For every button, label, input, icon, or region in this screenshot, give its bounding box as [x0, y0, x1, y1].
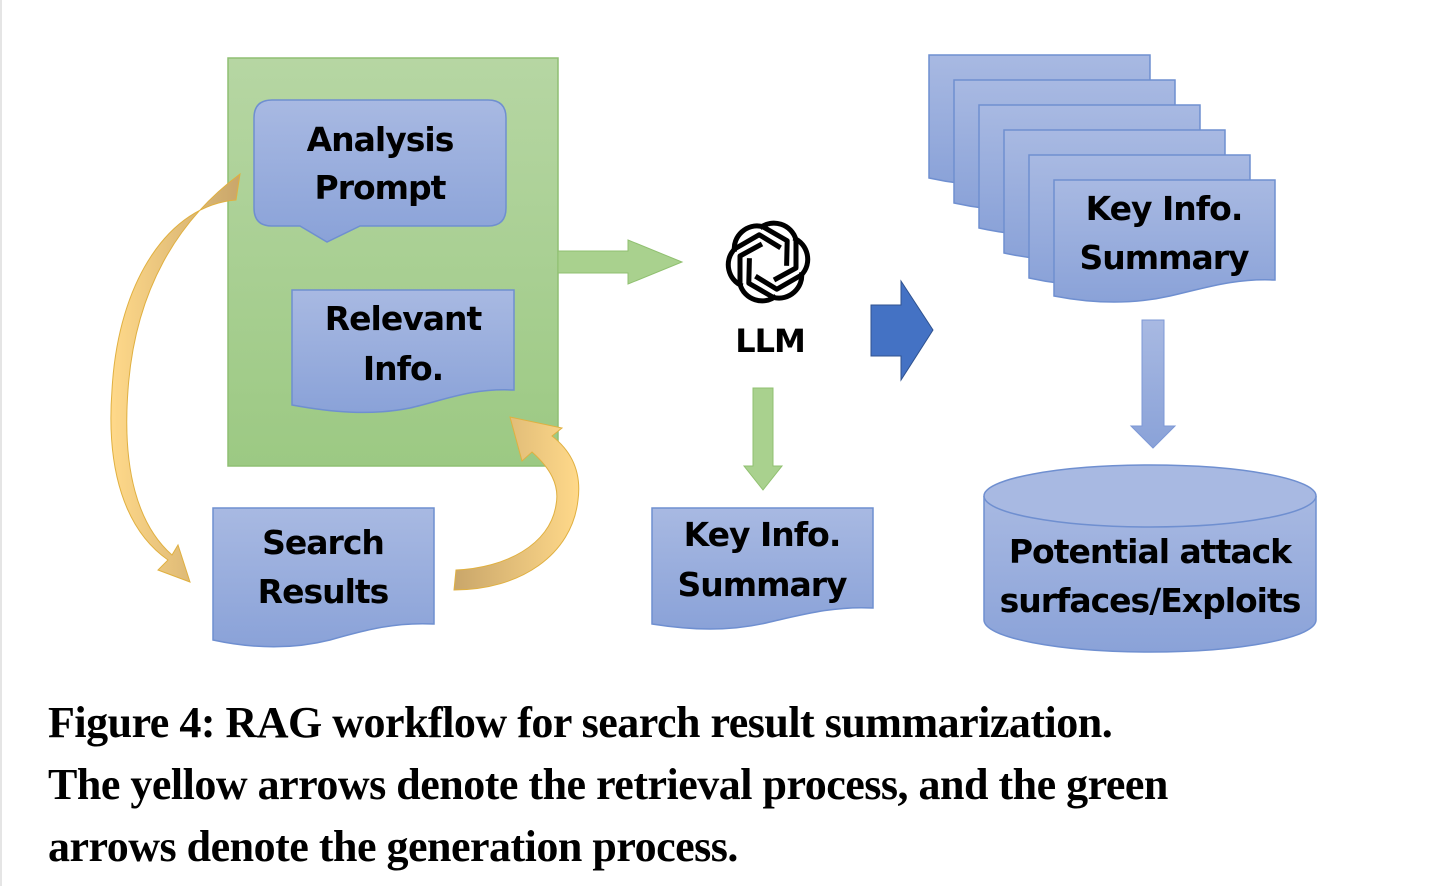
- exploits-database: [983, 464, 1317, 653]
- key-info-summary-document: [651, 507, 874, 630]
- key-info-summary-label-2: Summary: [677, 565, 847, 604]
- search-results-label-1: Search: [262, 523, 384, 562]
- stack-summary-label-1: Key Info.: [1086, 189, 1243, 228]
- rag-workflow-diagram: Analysis Prompt Relevant Info. Search Re…: [110, 54, 1317, 653]
- figure-caption: Figure 4: RAG workflow for search result…: [48, 692, 1418, 878]
- caption-line-3: arrows denote the generation process.: [48, 822, 738, 871]
- database-label-2: surfaces/Exploits: [1000, 581, 1301, 620]
- search-results-document: [212, 507, 435, 648]
- analysis-prompt-label-2: Prompt: [315, 168, 447, 207]
- relevant-info-label-1: Relevant: [325, 299, 483, 338]
- search-results-label-2: Results: [258, 572, 389, 611]
- summary-document-stack: Key Info. Summary: [928, 54, 1276, 303]
- relevant-info-label-2: Info.: [363, 349, 443, 388]
- caption-line-1: Figure 4: RAG workflow for search result…: [48, 698, 1113, 747]
- stacked-document-front: [1053, 179, 1276, 303]
- page-edge: [0, 0, 2, 886]
- aggregation-arrow: [870, 279, 934, 382]
- generation-arrow-to-llm: [557, 239, 684, 285]
- key-info-summary-label-1: Key Info.: [684, 515, 841, 554]
- caption-line-2: The yellow arrows denote the retrieval p…: [48, 760, 1168, 809]
- generation-arrow-to-summary: [742, 387, 784, 491]
- retrieval-arrow-to-relevant: [453, 416, 580, 591]
- retrieval-arrow-to-search: [110, 172, 241, 583]
- analysis-prompt-bubble: [253, 99, 507, 243]
- store-arrow: [1129, 319, 1177, 449]
- stack-summary-label-2: Summary: [1079, 238, 1249, 277]
- analysis-prompt-label-1: Analysis: [307, 120, 454, 159]
- openai-logo-icon: [725, 220, 811, 304]
- relevant-info-document: [291, 289, 515, 414]
- database-label-1: Potential attack: [1009, 532, 1293, 571]
- llm-label: LLM: [735, 322, 805, 360]
